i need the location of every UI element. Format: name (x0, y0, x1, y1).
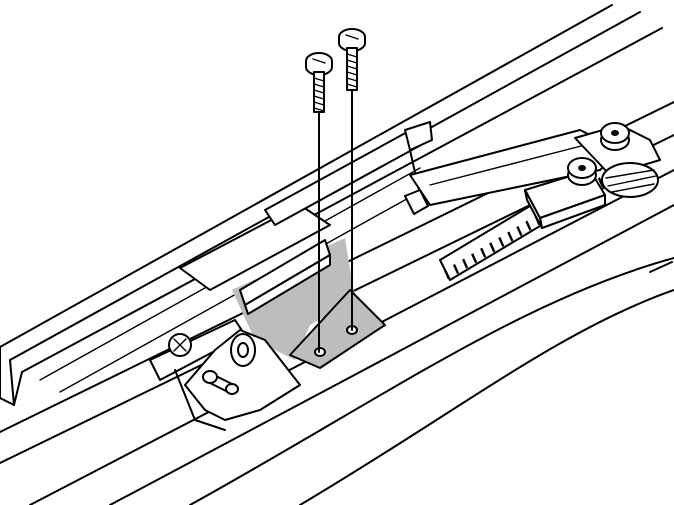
shaded-bracket (232, 238, 385, 368)
screw-icon (338, 28, 366, 91)
rack-tooth (452, 264, 460, 275)
rack-tooth (461, 258, 469, 269)
upper-guide (179, 121, 433, 291)
roller-2 (600, 122, 630, 151)
screw-icon (305, 52, 333, 113)
rack-tooth (443, 269, 451, 280)
rack-tooth (471, 253, 478, 264)
pivot-mechanism (149, 319, 301, 431)
rack-tooth (480, 247, 487, 258)
screw-2 (338, 28, 366, 331)
rack-tooth (498, 236, 505, 247)
rack-tooth (525, 220, 532, 231)
gear-wheel (601, 162, 659, 198)
rack-tooth (489, 242, 496, 253)
roller-1 (567, 157, 597, 186)
screw-1 (305, 52, 333, 353)
rack-tooth (597, 177, 604, 188)
rack-tooth (507, 231, 514, 242)
rack-tooth (516, 226, 523, 237)
